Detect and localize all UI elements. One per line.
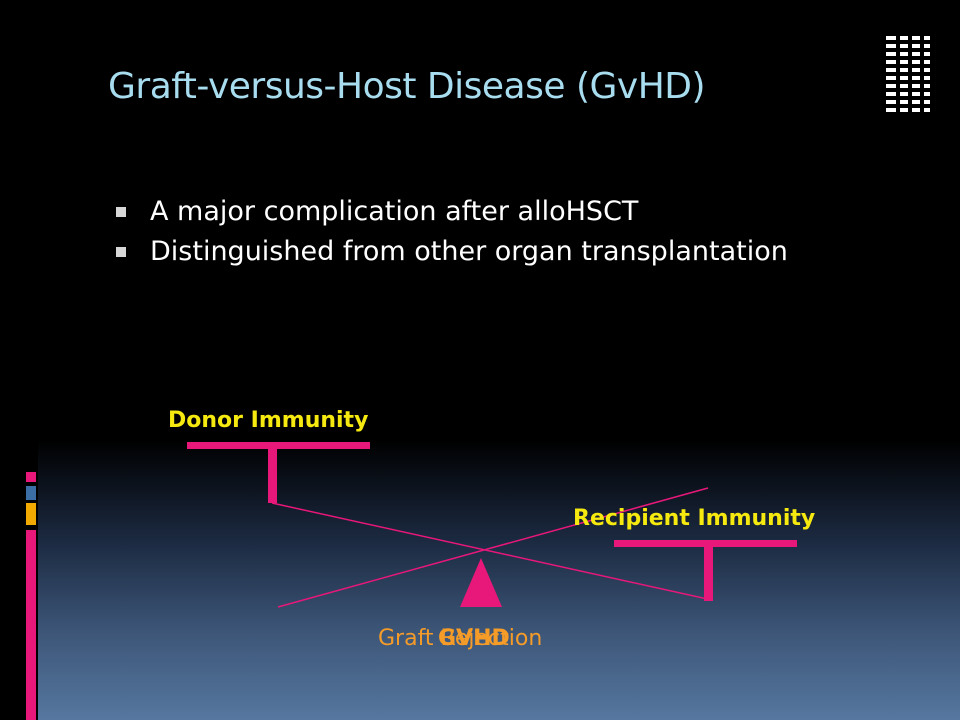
donor-pan [187, 442, 370, 449]
decor-square-yellow [26, 503, 36, 525]
recipient-immunity-label: Recipient Immunity [573, 506, 816, 531]
bullet-text: Distinguished from other organ transplan… [150, 236, 788, 267]
left-decorative-band [0, 0, 38, 720]
fulcrum-triangle [460, 558, 502, 607]
square-bullet-icon [116, 247, 126, 257]
donor-immunity-label: Donor Immunity [168, 408, 369, 433]
slide-title: Graft-versus-Host Disease (GvHD) [108, 66, 706, 107]
decor-square-blue [26, 486, 36, 500]
decor-square-pink-top [26, 472, 36, 482]
recipient-post [704, 547, 713, 601]
bullet-item: A major complication after alloHSCT [116, 192, 788, 232]
tilted-beam-line [271, 502, 713, 601]
decor-bar-pink [26, 530, 36, 720]
bullet-text: A major complication after alloHSCT [150, 196, 639, 227]
square-bullet-icon [116, 207, 126, 217]
graft-rejection-label: Graft Rejection [378, 626, 543, 651]
bullet-list: A major complication after alloHSCT Dist… [116, 192, 788, 272]
crossing-line [277, 487, 709, 608]
recipient-pan [614, 540, 797, 547]
donor-post [268, 449, 277, 503]
gvhd-label: GVHD [438, 626, 510, 651]
bullet-item: Distinguished from other organ transplan… [116, 232, 788, 272]
